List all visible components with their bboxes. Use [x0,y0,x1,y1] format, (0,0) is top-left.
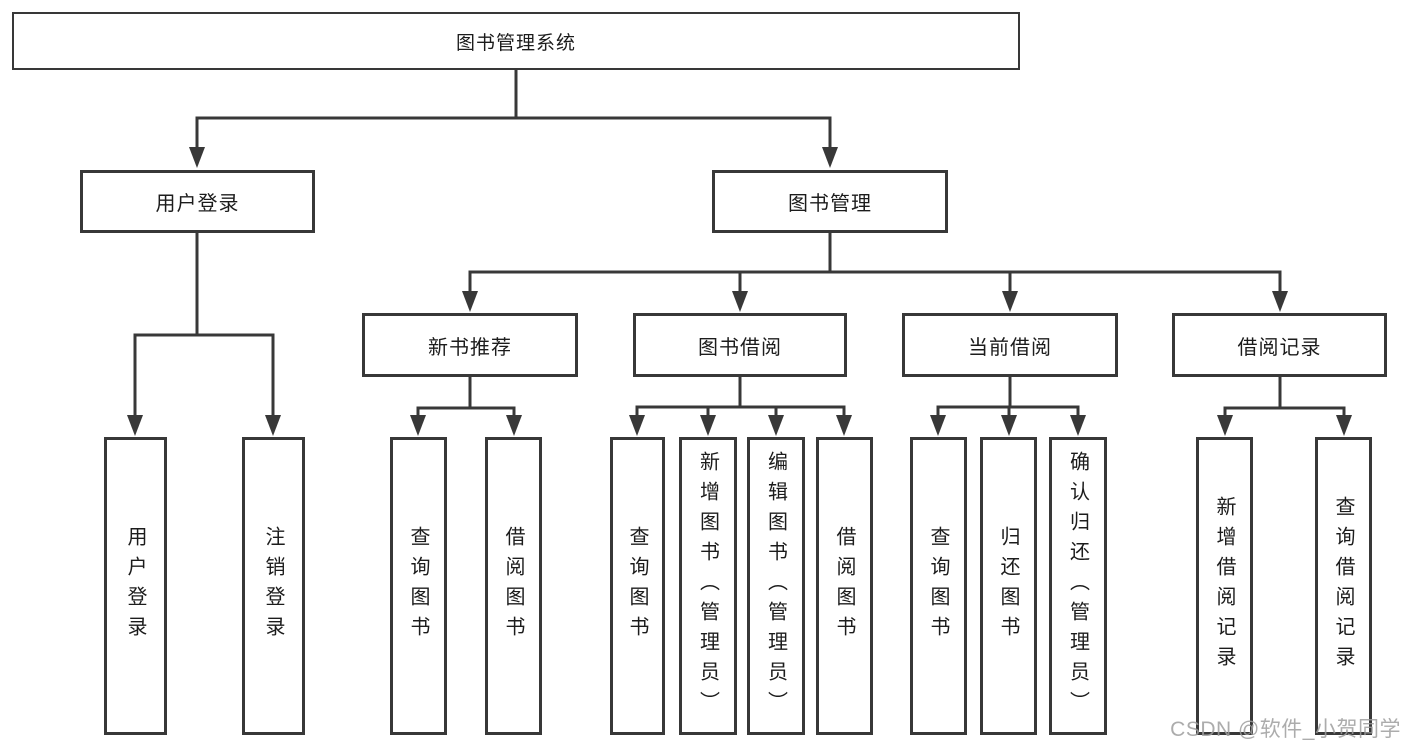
node-borrow-books-recommend: 借阅图书 [485,437,542,735]
node-query-books-recommend: 查询图书 [390,437,447,735]
node-add-borrow-record: 新增借阅记录 [1196,437,1253,735]
connector-root [195,68,832,152]
arrow-down-icon [1002,291,1018,312]
node-book-borrowing: 图书借阅 [633,313,847,377]
node-return-book: 归还图书 [980,437,1037,735]
node-query-borrow-record: 查询借阅记录 [1315,437,1372,735]
connector-new-book-recommend [416,375,516,420]
node-library-management-system: 图书管理系统 [12,12,1020,70]
arrow-down-icon [836,415,852,436]
connector-book-borrowing [635,375,846,420]
arrow-down-icon [930,415,946,436]
node-query-books-current: 查询图书 [910,437,967,735]
arrow-down-icon [1070,415,1086,436]
node-logout: 注销登录 [242,437,305,735]
arrow-down-icon [629,415,645,436]
node-current-borrowing: 当前借阅 [902,313,1118,377]
node-confirm-return-admin: 确认归还（管理员） [1049,437,1107,735]
node-edit-book-admin: 编辑图书（管理员） [747,437,805,735]
node-query-books-borrowing: 查询图书 [610,437,665,735]
arrow-down-icon [127,415,143,436]
node-user-login-branch: 用户登录 [80,170,315,233]
arrow-down-icon [768,415,784,436]
connector-current-borrowing [936,375,1080,420]
node-book-management-branch: 图书管理 [712,170,948,233]
node-user-login-leaf: 用户登录 [104,437,167,735]
arrow-down-icon [462,291,478,312]
node-add-book-admin: 新增图书（管理员） [679,437,737,735]
arrow-down-icon [1336,415,1352,436]
arrow-down-icon [1272,291,1288,312]
arrow-down-icon [189,147,205,168]
arrow-down-icon [1217,415,1233,436]
arrow-down-icon [822,147,838,168]
connector-borrowing-records [1223,375,1346,420]
watermark: CSDN @软件_小贺同学 [1170,718,1401,741]
node-borrowing-records: 借阅记录 [1172,313,1387,377]
arrow-down-icon [265,415,281,436]
connector-book-management [468,231,1282,296]
arrow-down-icon [732,291,748,312]
arrow-down-icon [410,415,426,436]
node-borrow-books-borrowing: 借阅图书 [816,437,873,735]
node-new-book-recommend: 新书推荐 [362,313,578,377]
arrow-down-icon [506,415,522,436]
arrow-down-icon [700,415,716,436]
arrow-down-icon [1001,415,1017,436]
connector-user-login [133,231,275,420]
